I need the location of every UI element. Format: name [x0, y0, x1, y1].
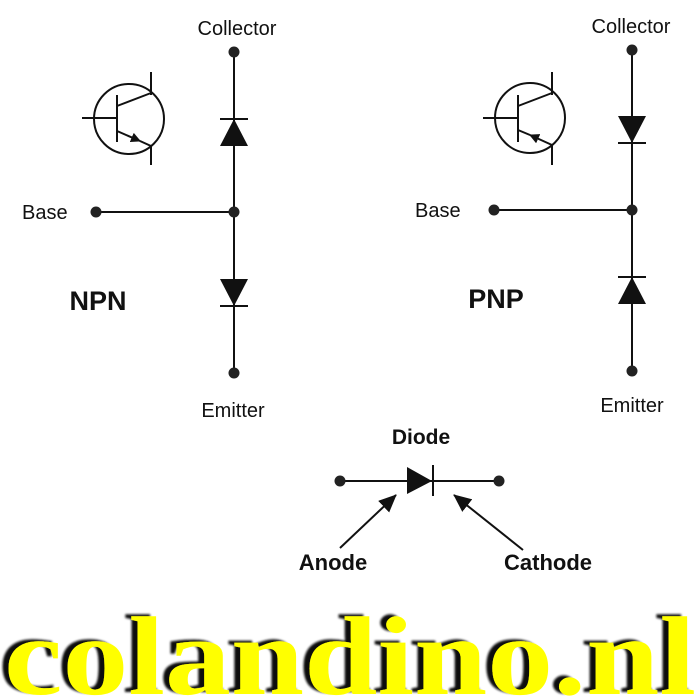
- pnp-bc-diode: [618, 116, 646, 144]
- npn-junction: [228, 206, 240, 218]
- npn-base-terminal: [90, 206, 102, 218]
- npn-section: Collector Base Emitter NPN: [22, 18, 277, 422]
- pnp-emitter-terminal: [626, 365, 638, 377]
- npn-collector-label: Collector: [198, 18, 277, 40]
- anode-terminal: [334, 475, 346, 487]
- npn-be-diode: [220, 279, 248, 307]
- pnp-junction: [626, 204, 638, 216]
- diode-title: Diode: [392, 426, 450, 449]
- cathode-arrow: [453, 494, 524, 551]
- pnp-emitter-label: Emitter: [600, 395, 664, 417]
- logo-text: colandino.nl: [4, 595, 696, 700]
- pnp-base-label: Base: [415, 200, 461, 222]
- diode-triangle: [407, 467, 432, 494]
- pnp-title: PNP: [468, 284, 524, 314]
- cathode-label: Cathode: [504, 550, 592, 575]
- npn-collector-terminal: [228, 46, 240, 58]
- site-logo: colandino.nl: [4, 595, 696, 700]
- diode-legend: Diode Anode Cathode: [299, 426, 592, 575]
- cathode-terminal: [493, 475, 505, 487]
- pnp-be-diode: [618, 276, 646, 304]
- npn-emitter-label: Emitter: [201, 400, 265, 422]
- npn-emitter-terminal: [228, 367, 240, 379]
- npn-bc-diode: [220, 118, 248, 146]
- anode-arrow: [339, 494, 397, 549]
- npn-base-label: Base: [22, 202, 68, 224]
- npn-title: NPN: [69, 286, 126, 316]
- pnp-collector-terminal: [626, 44, 638, 56]
- pnp-collector-label: Collector: [592, 16, 671, 38]
- pnp-section: Collector Base Emitter PNP: [415, 16, 671, 417]
- pnp-base-terminal: [488, 204, 500, 216]
- pnp-transistor-symbol: [483, 72, 566, 165]
- npn-transistor-symbol: [82, 72, 165, 165]
- anode-label: Anode: [299, 550, 367, 575]
